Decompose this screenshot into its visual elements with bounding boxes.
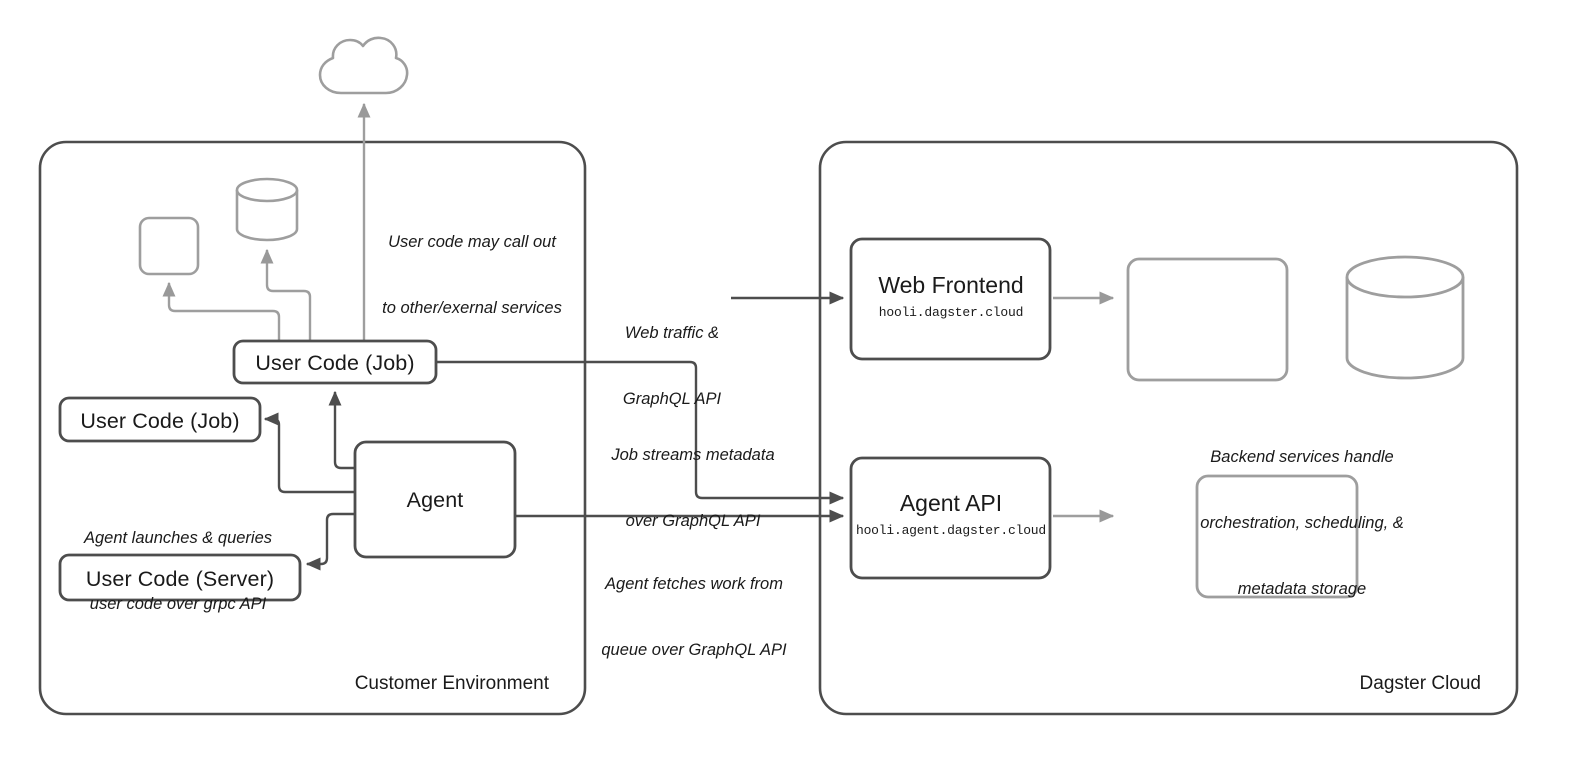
edge-agent-to-usercode-job-left: [263, 412, 355, 494]
node-web-frontend[interactable]: [849, 237, 1052, 361]
backend-database-icon: [1345, 255, 1465, 380]
edge-usercode-to-external-box: [162, 281, 281, 341]
edge-agent-to-usercode-server: [305, 512, 355, 571]
edge-job-streams-to-agent-api: [436, 360, 845, 505]
container-customer-environment: [38, 140, 587, 716]
edge-usercode-to-external-db: [260, 248, 312, 341]
external-cloud-icon: [318, 36, 409, 95]
external-service-box-icon: [138, 216, 200, 276]
edge-agent-to-usercode-job-top: [328, 390, 355, 470]
node-user-code-job-left[interactable]: [58, 396, 262, 443]
node-agent[interactable]: [353, 440, 517, 559]
container-dagster-cloud: [818, 140, 1519, 716]
backend-service-box-lower-icon: [1195, 474, 1359, 599]
node-user-code-server[interactable]: [58, 553, 302, 602]
external-database-icon: [235, 177, 299, 242]
backend-service-box-icon: [1126, 257, 1289, 382]
node-user-code-job-top[interactable]: [232, 339, 438, 385]
node-agent-api[interactable]: [849, 456, 1052, 580]
